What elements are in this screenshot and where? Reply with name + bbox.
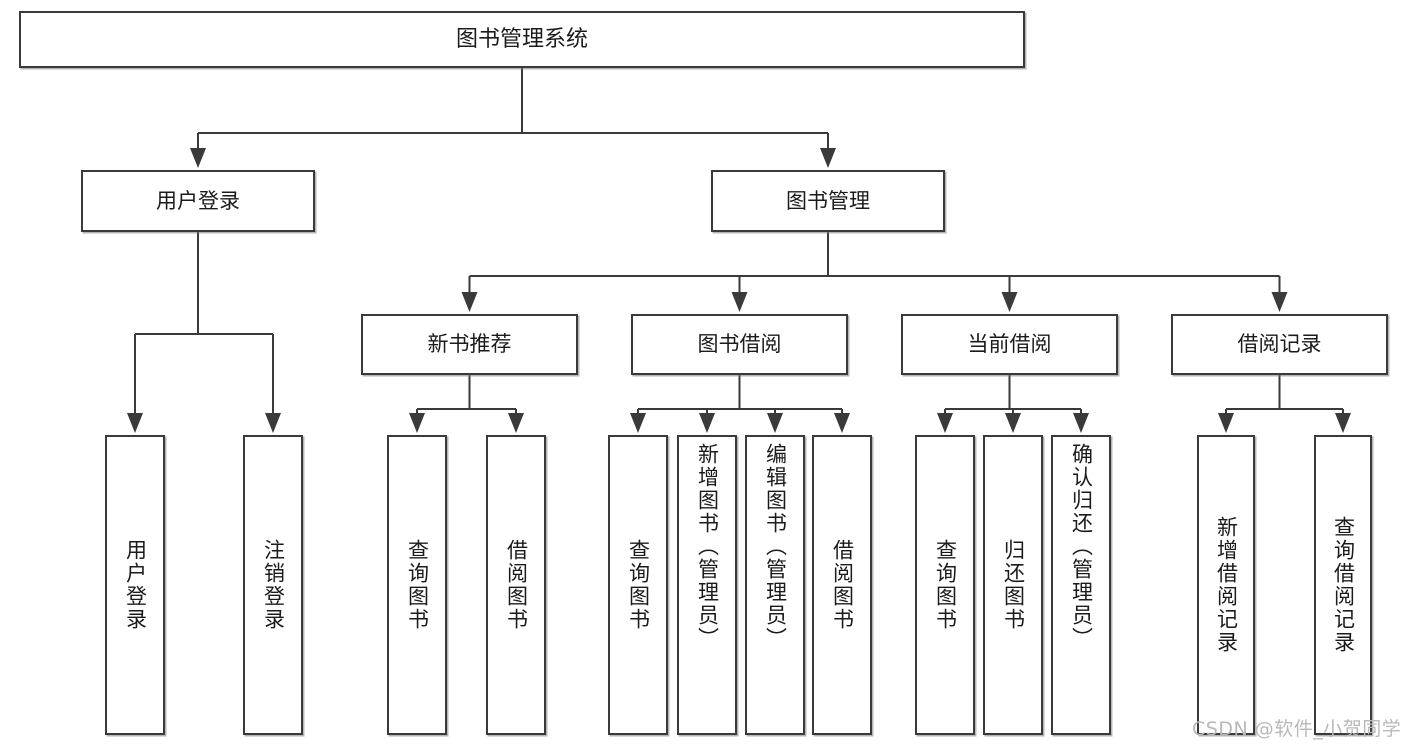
node-leaf-query-book-3[interactable]: 查询图书 (915, 435, 975, 735)
node-leaf-add-book[interactable]: 新增图书（管理员） (677, 435, 737, 735)
node-label-book-manage: 图书管理 (786, 188, 870, 213)
node-label-leaf-query-book-3: 查询图书 (933, 539, 958, 631)
node-label-borrow-record: 借阅记录 (1237, 332, 1322, 357)
node-label-leaf-edit-book: 编辑图书（管理员） (763, 443, 788, 650)
node-leaf-user-login[interactable]: 用户登录 (105, 435, 165, 735)
node-leaf-query-record[interactable]: 查询借阅记录 (1314, 435, 1372, 735)
node-leaf-borrow-book-2[interactable]: 借阅图书 (812, 435, 872, 735)
node-label-leaf-query-book-2: 查询图书 (626, 539, 651, 631)
node-root[interactable]: 图书管理系统 (19, 11, 1025, 68)
node-label-leaf-borrow-book-1: 借阅图书 (504, 539, 529, 631)
node-book-manage[interactable]: 图书管理 (711, 170, 945, 232)
node-label-current-borrow: 当前借阅 (967, 332, 1052, 357)
node-leaf-add-record[interactable]: 新增借阅记录 (1197, 435, 1255, 735)
node-book-borrow[interactable]: 图书借阅 (631, 314, 848, 375)
node-label-leaf-confirm-return: 确认归还（管理员） (1069, 443, 1094, 650)
node-label-leaf-query-book-1: 查询图书 (405, 539, 430, 631)
node-leaf-logout[interactable]: 注销登录 (243, 435, 303, 735)
node-user-login[interactable]: 用户登录 (81, 170, 315, 232)
node-label-leaf-logout: 注销登录 (261, 539, 286, 631)
node-label-leaf-return-book: 归还图书 (1001, 539, 1026, 631)
csdn-watermark: CSDN @软件_小贺同学 (1192, 718, 1402, 740)
node-label-leaf-query-record: 查询借阅记录 (1331, 516, 1356, 654)
node-leaf-return-book[interactable]: 归还图书 (983, 435, 1043, 735)
node-leaf-query-book-2[interactable]: 查询图书 (608, 435, 668, 735)
node-label-leaf-add-book: 新增图书（管理员） (695, 443, 720, 650)
node-label-leaf-add-record: 新增借阅记录 (1214, 516, 1239, 654)
node-leaf-confirm-return[interactable]: 确认归还（管理员） (1051, 435, 1111, 735)
node-label-user-login: 用户登录 (156, 188, 240, 213)
node-label-new-book-recommend: 新书推荐 (427, 332, 512, 357)
node-label-root: 图书管理系统 (455, 26, 588, 52)
node-label-leaf-user-login: 用户登录 (123, 539, 148, 631)
node-current-borrow[interactable]: 当前借阅 (901, 314, 1118, 375)
node-label-book-borrow: 图书借阅 (697, 332, 782, 357)
node-leaf-edit-book[interactable]: 编辑图书（管理员） (745, 435, 805, 735)
node-leaf-borrow-book-1[interactable]: 借阅图书 (486, 435, 546, 735)
node-new-book-recommend[interactable]: 新书推荐 (361, 314, 578, 375)
node-borrow-record[interactable]: 借阅记录 (1171, 314, 1388, 375)
node-leaf-query-book-1[interactable]: 查询图书 (387, 435, 447, 735)
node-label-leaf-borrow-book-2: 借阅图书 (830, 539, 855, 631)
